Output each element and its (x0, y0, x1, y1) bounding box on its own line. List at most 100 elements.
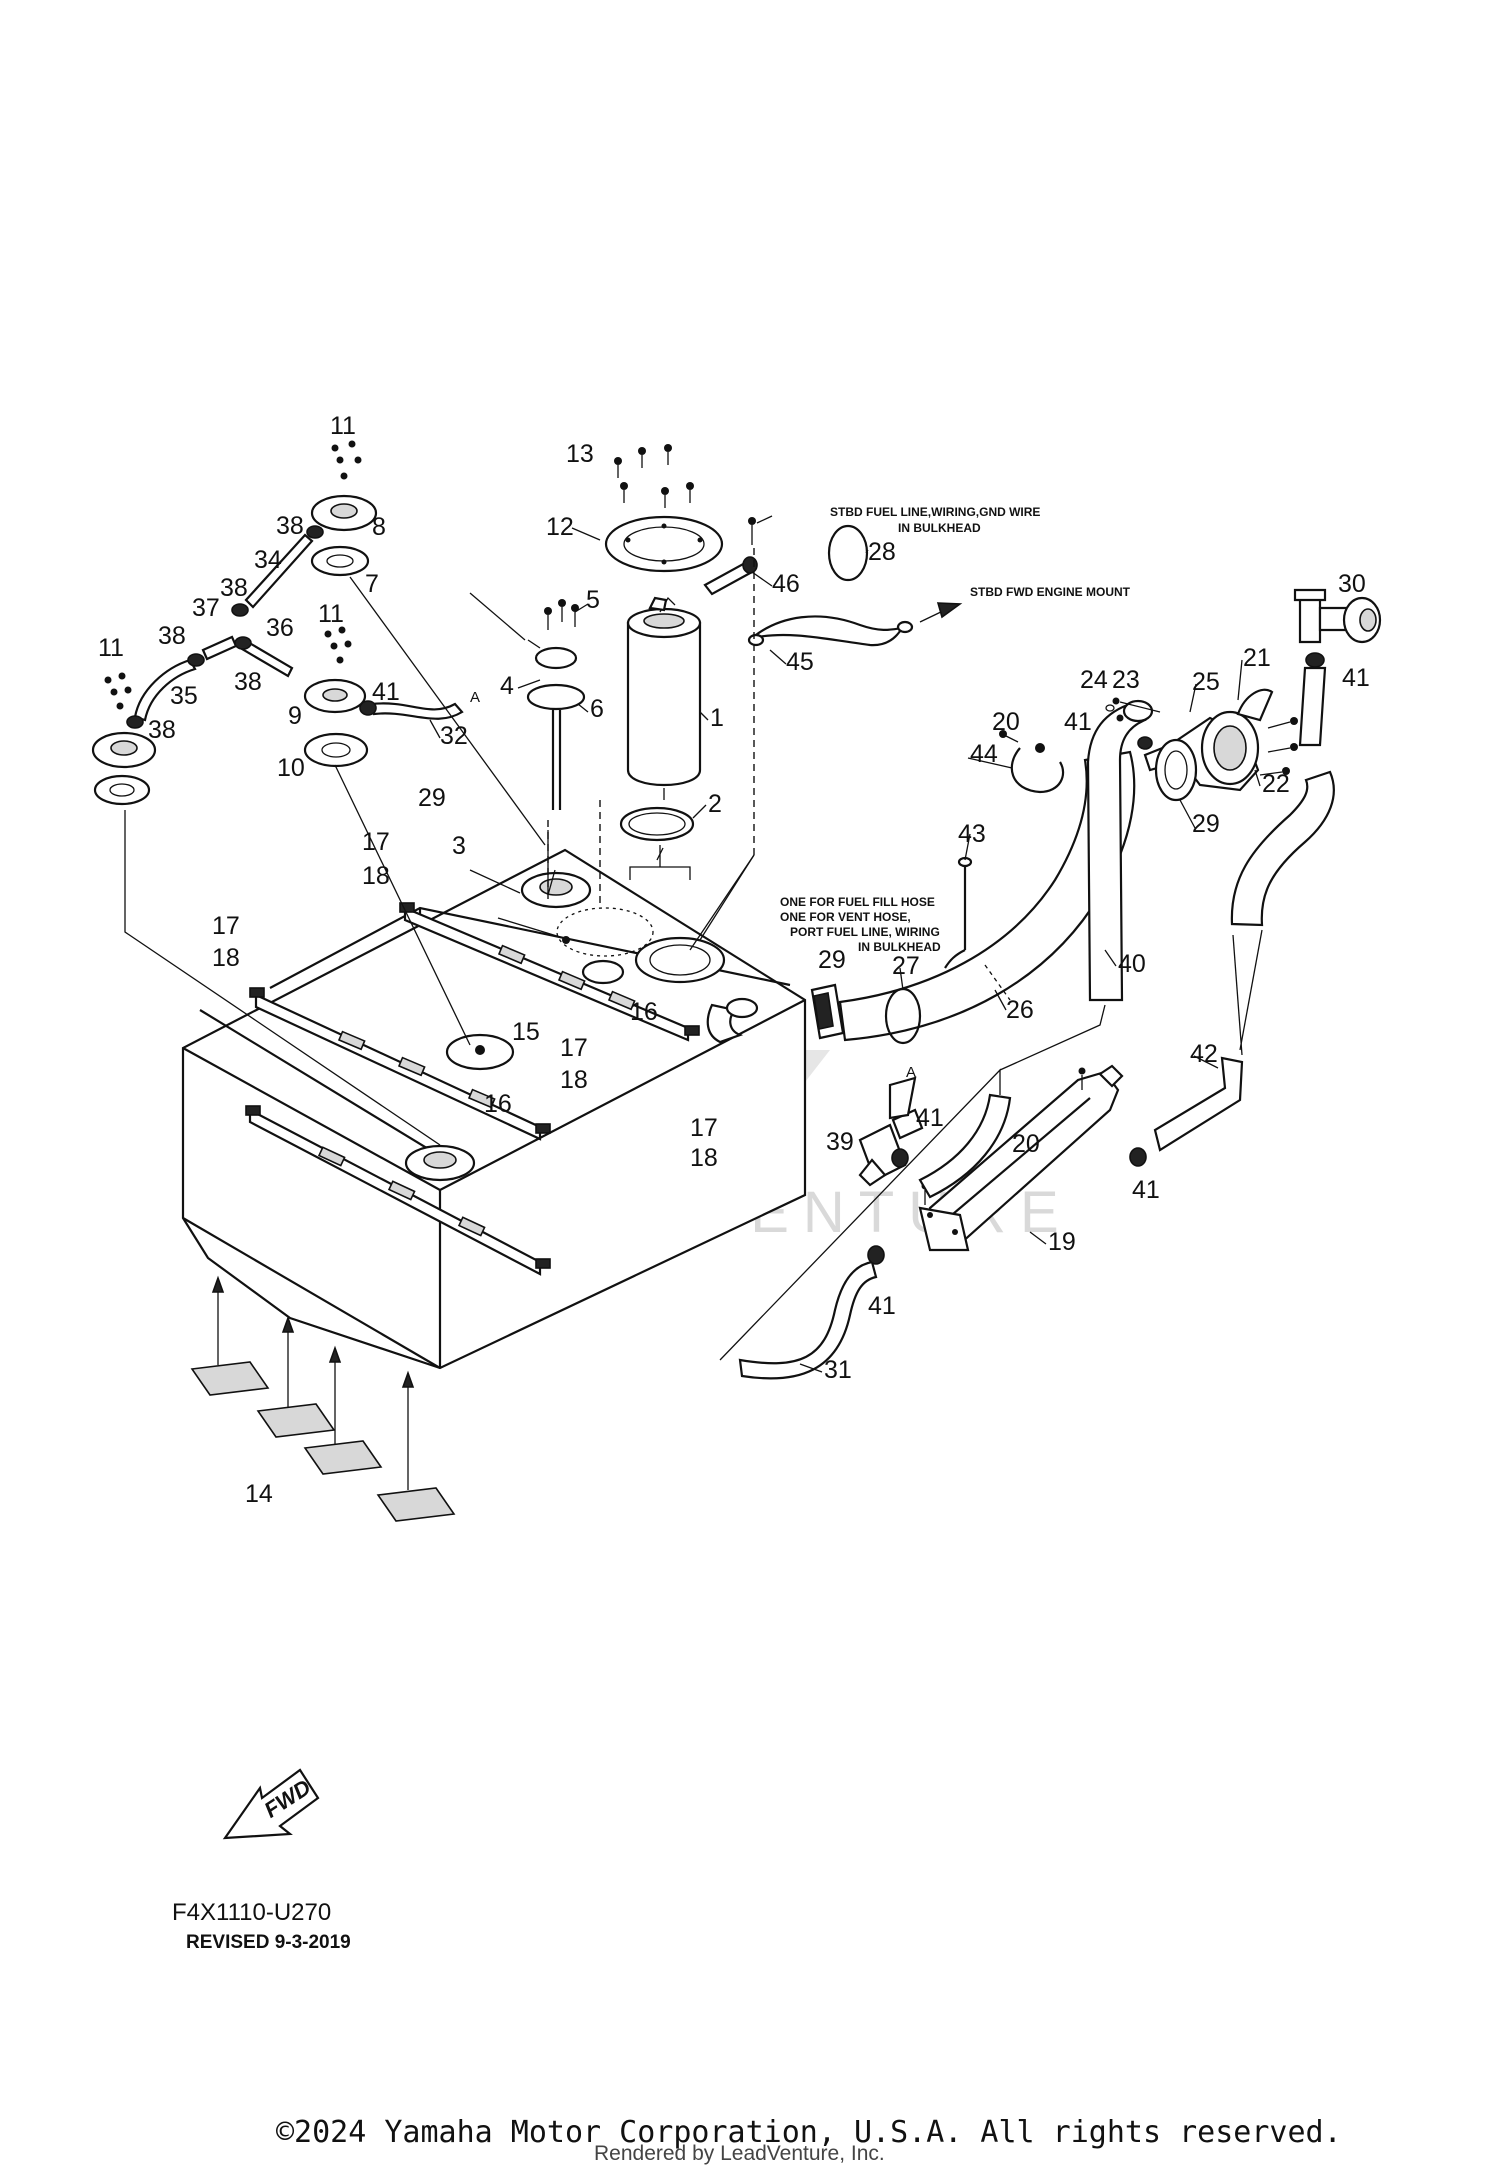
retainer-ring[interactable] (604, 515, 724, 573)
callout-38: 39 (826, 1128, 854, 1156)
hose-33[interactable] (244, 533, 314, 609)
gasket-10[interactable] (303, 732, 369, 768)
callout-14: 14 (245, 1480, 273, 1508)
callout-37-b: 38 (220, 574, 248, 602)
callout-11-mid: 11 (318, 600, 344, 628)
flange-screws[interactable] (104, 440, 362, 710)
strap-pads (317, 944, 636, 1237)
note-stbd-bulkhead-2: IN BULKHEAD (898, 521, 981, 535)
wire-44[interactable] (747, 602, 963, 647)
callout-27: 27 (892, 952, 920, 980)
clamps-40[interactable] (867, 736, 1153, 1265)
hose-32[interactable] (359, 700, 464, 720)
callout-20-bottom: 20 (1012, 1130, 1040, 1158)
hose-41[interactable] (1153, 770, 1335, 1152)
tank-elbow-fitting (706, 997, 759, 1044)
rendered-by: Rendered by LeadVenture, Inc. (594, 2142, 885, 2165)
callout-18-a: 18 (362, 862, 390, 890)
fitting-36[interactable] (201, 635, 238, 661)
callout-28: 28 (868, 538, 896, 566)
fuel-pump-module[interactable] (626, 596, 702, 800)
flange-left-8[interactable] (91, 731, 157, 769)
callout-11-left: 11 (98, 634, 124, 662)
tank-port-rear (404, 1144, 476, 1182)
callout-13: 13 (566, 440, 594, 468)
callout-25: 25 (1192, 668, 1220, 696)
callout-19: 19 (1048, 1228, 1076, 1256)
callout-41: 42 (1190, 1040, 1218, 1068)
hose-clamp-43[interactable] (1010, 743, 1065, 794)
hose-31[interactable] (738, 1260, 878, 1380)
fitting-45[interactable] (703, 556, 758, 596)
callout-22: 22 (1262, 770, 1290, 798)
note-one-for-3: PORT FUEL LINE, WIRING (790, 925, 940, 939)
callout-33: 34 (254, 546, 282, 574)
pump-screws[interactable] (614, 444, 694, 508)
filler-cap-21[interactable] (1236, 688, 1274, 722)
sender-screws[interactable] (544, 599, 579, 630)
callout-37-c: 38 (158, 622, 186, 650)
fill-hose-fitting-29[interactable] (810, 983, 845, 1040)
callout-44: 45 (786, 648, 814, 676)
callout-7-top: 7 (365, 570, 379, 598)
callout-18-b: 18 (212, 944, 240, 972)
callout-12: 12 (546, 513, 574, 541)
check-valve-38[interactable] (858, 1108, 924, 1187)
callout-42: 43 (958, 820, 986, 848)
vent-fitting-30[interactable] (1293, 588, 1382, 747)
callout-18-c: 18 (560, 1066, 588, 1094)
callouts: 1 2 3 4 5 6 7 8 9 10 11 11 11 12 13 14 1… (98, 412, 1370, 1508)
callout-2: 2 (708, 790, 722, 818)
wire-42[interactable] (944, 856, 973, 969)
callout-31: 31 (824, 1356, 852, 1384)
callout-9: 9 (288, 702, 302, 730)
callout-6: 6 (590, 695, 604, 723)
callout-37-d: 38 (234, 668, 262, 696)
callout-40-lower: 41 (1132, 1176, 1160, 1204)
filler-gasket-29[interactable] (1154, 738, 1198, 802)
tank-pads[interactable] (190, 1361, 456, 1522)
note-stbd-engine-mount: STBD FWD ENGINE MOUNT (970, 585, 1131, 599)
bolt-46[interactable] (748, 517, 756, 545)
pump-gasket[interactable] (619, 806, 695, 842)
level-sender[interactable] (469, 592, 586, 810)
note-one-for-2: ONE FOR VENT HOSE, (780, 910, 911, 924)
callout-21: 21 (1243, 644, 1271, 672)
callout-17-d: 17 (690, 1114, 718, 1142)
callout-29-mid: 29 (818, 946, 846, 974)
callout-stubs (429, 515, 1261, 1373)
callout-3: 3 (452, 832, 466, 860)
washer-24[interactable] (1105, 704, 1115, 712)
diagram-code: F4X1110-U270 (172, 1899, 331, 1926)
callout-40-mid: 41 (916, 1104, 944, 1132)
callout-17-c: 17 (560, 1034, 588, 1062)
fuel-filter-19[interactable] (918, 1064, 1124, 1252)
callout-29-left: 29 (418, 784, 446, 812)
vent-hose-39[interactable] (1086, 699, 1154, 1002)
flange-9[interactable] (303, 678, 367, 714)
gasket-top-7[interactable] (310, 545, 370, 577)
callout-40-bottom: 41 (868, 1292, 896, 1320)
filler-screws-22[interactable] (1259, 717, 1298, 776)
hose-a-connector[interactable] (888, 1076, 1012, 1199)
gasket-left-7[interactable] (93, 774, 151, 806)
callout-18-d: 18 (690, 1144, 718, 1172)
callout-24: 24 (1080, 666, 1108, 694)
clamps-37[interactable] (126, 525, 324, 729)
callout-36: 37 (192, 594, 220, 622)
callout-45: 46 (772, 570, 800, 598)
tank-port-middle (445, 1033, 515, 1071)
revised-date: REVISED 9-3-2019 (186, 1932, 351, 1953)
fwd-arrow: FWD (222, 1768, 320, 1840)
screw-23[interactable] (1112, 697, 1161, 722)
callout-35: 36 (266, 614, 294, 642)
tank-strap-front[interactable] (249, 902, 700, 1141)
callout-17-b: 17 (212, 912, 240, 940)
o-ring-28[interactable] (827, 524, 869, 582)
callout-39: 40 (1118, 950, 1146, 978)
callout-15: 15 (512, 1018, 540, 1046)
callout-40-top: 41 (1064, 708, 1092, 736)
flange-top-8[interactable] (310, 494, 378, 532)
callout-34: 35 (170, 682, 198, 710)
